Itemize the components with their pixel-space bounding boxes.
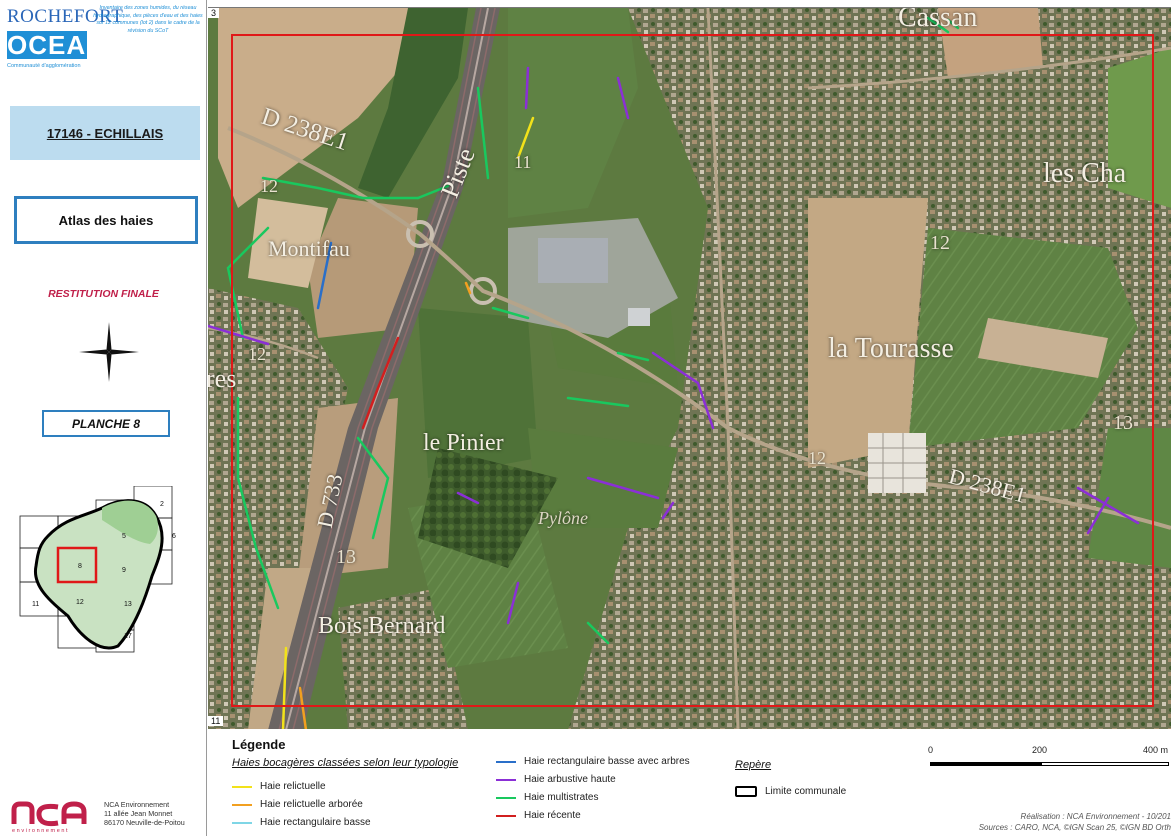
scale-tick: 200 xyxy=(1032,745,1048,755)
study-area-frame xyxy=(231,34,1154,707)
place-label: Montifau xyxy=(268,236,350,261)
overview-cell-label: 6 xyxy=(172,533,176,540)
legend-item: Haie récente xyxy=(496,810,581,821)
legend-item: Haie arbustive haute xyxy=(496,774,616,785)
legend: Légende Haies bocagères classées selon l… xyxy=(208,729,1171,836)
overview-cell-label: 5 xyxy=(122,533,126,540)
elevation-label: 12 xyxy=(248,344,266,364)
grid-sheet-number: 11 xyxy=(208,716,224,726)
status-label: RESTITUTION FINALE xyxy=(48,288,159,300)
overview-cell-label: 12 xyxy=(76,599,84,606)
place-label: les Cha xyxy=(1043,158,1127,189)
nca-name: NCA Environnement xyxy=(104,800,170,809)
legend-swatch xyxy=(496,778,516,781)
overview-cell-label: 8 xyxy=(78,563,82,570)
overview-cell-label: 11 xyxy=(32,601,39,608)
elevation-label: 12 xyxy=(808,448,826,468)
repere-title: Repère xyxy=(735,759,772,771)
nca-address-line2: 86170 Neuville-de-Poitou xyxy=(104,818,185,827)
legend-item: Haie relictuelle arborée xyxy=(232,799,363,810)
place-label: Cassan xyxy=(898,7,978,33)
project-description: Inventaire des zones humides, du réseau … xyxy=(93,5,203,34)
scale-tick: 400 m xyxy=(1143,745,1169,755)
grid-sheet-number: 3 xyxy=(208,8,220,18)
atlas-title: Atlas des haies xyxy=(58,212,154,228)
place-label: Pylône xyxy=(538,508,588,528)
legend-title: Légende xyxy=(232,737,286,752)
scale-bar: 0 200 400 m xyxy=(928,745,1171,775)
scale-segment xyxy=(930,762,1042,766)
planche-label: PLANCHE 8 xyxy=(71,416,140,431)
legend-subtitle: Haies bocagères classées selon leur typo… xyxy=(232,757,459,769)
legend-swatch xyxy=(496,796,516,799)
legend-label: Limite communale xyxy=(765,786,847,797)
map-canvas xyxy=(208,8,1171,729)
legend-item: Haie relictuelle xyxy=(232,781,326,792)
legend-label: Haie relictuelle arborée xyxy=(260,799,363,810)
place-label: res xyxy=(208,364,237,393)
commune-box: 17146 - ECHILLAIS xyxy=(10,106,200,160)
legend-swatch xyxy=(496,760,516,763)
legend-label: Haie rectangulaire basse avec arbres xyxy=(524,756,690,767)
legend-swatch xyxy=(496,814,516,817)
legend-item: Haie rectangulaire basse avec arbres xyxy=(496,756,690,767)
legend-item-limite: Limite communale xyxy=(735,786,846,797)
legend-label: Haie multistrates xyxy=(524,792,599,803)
legend-item: Haie multistrates xyxy=(496,792,598,803)
logo-ocean-text: OCEAN xyxy=(7,30,106,60)
nca-address-line1: 11 allée Jean Monnet xyxy=(104,809,173,818)
nca-logo: environnement xyxy=(11,801,87,834)
nca-tagline: environnement xyxy=(12,828,69,834)
place-label: la Tourasse xyxy=(828,333,954,364)
legend-item: Haie rectangulaire basse xyxy=(232,817,371,828)
elevation-label: 12 xyxy=(260,176,278,196)
elevation-label: 13 xyxy=(1113,412,1133,434)
legend-swatch xyxy=(232,785,252,788)
atlas-title-box: Atlas des haies xyxy=(14,196,198,244)
elevation-label: 11 xyxy=(514,152,532,172)
credit-line: Réalisation : NCA Environnement - 10/201 xyxy=(1020,812,1171,821)
legend-label: Haie arbustive haute xyxy=(524,774,616,785)
north-arrow-icon xyxy=(79,322,139,382)
commune-boundary-swatch xyxy=(735,786,757,797)
sidebar: ROCHEFORT OCEAN Communauté d'agglomérati… xyxy=(0,0,207,836)
legend-swatch xyxy=(232,821,252,824)
scale-segment xyxy=(1041,762,1169,766)
sources-line: Sources : CARO, NCA, ©IGN Scan 25, ©IGN … xyxy=(978,823,1171,832)
commune-title: 17146 - ECHILLAIS xyxy=(46,125,164,141)
elevation-label: 13 xyxy=(336,546,356,568)
aerial-map[interactable]: D 238E1 Piste Montifau la Tourasse le Pi… xyxy=(208,7,1171,729)
legend-label: Haie rectangulaire basse xyxy=(260,817,371,828)
overview-cell-label: 17 xyxy=(124,633,132,640)
nca-address: NCA Environnement 11 allée Jean Monnet 8… xyxy=(104,800,185,827)
overview-map: 2 5 6 8 9 11 12 13 17 xyxy=(19,486,176,653)
place-label: le Pinier xyxy=(423,430,504,456)
overview-cell-label: 9 xyxy=(122,567,126,574)
legend-label: Haie relictuelle xyxy=(260,781,326,792)
place-label: Bois Bernard xyxy=(318,613,446,639)
overview-cell-label: 2 xyxy=(160,501,164,508)
planche-box: PLANCHE 8 xyxy=(42,410,170,437)
elevation-label: 12 xyxy=(930,232,950,254)
logo-subtitle: Communauté d'agglomération xyxy=(7,63,81,69)
legend-swatch xyxy=(232,803,252,806)
logo-rochefort-text: ROCHEFORT xyxy=(7,6,124,27)
scale-tick: 0 xyxy=(928,745,934,755)
overview-cell-label: 13 xyxy=(124,601,132,608)
legend-label: Haie récente xyxy=(524,810,581,821)
